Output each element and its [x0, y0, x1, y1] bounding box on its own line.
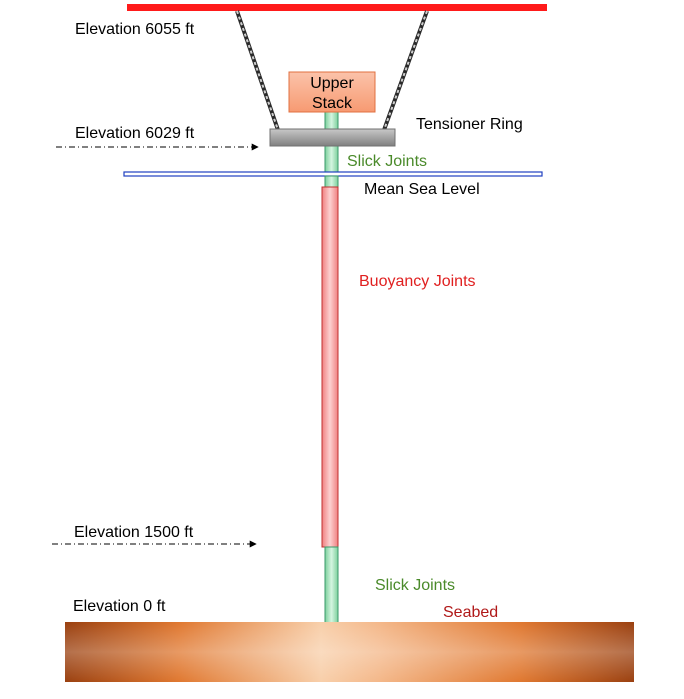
- elevation-0-label: Elevation 0 ft: [73, 598, 166, 615]
- lower-slick-joint: [324, 546, 339, 624]
- upper-stack-label-1: Upper: [310, 75, 354, 92]
- upper-stack: [288, 71, 376, 113]
- seabed-block: [65, 622, 634, 682]
- mean-sea-level-line: [123, 171, 543, 177]
- buoyancy-joints-label: Buoyancy Joints: [359, 273, 476, 290]
- elevation-6055-label: Elevation 6055 ft: [75, 21, 195, 38]
- elevation-1500-label: Elevation 1500 ft: [74, 524, 194, 541]
- tension-cables: [235, 10, 429, 131]
- elevation-6029-label: Elevation 6029 ft: [75, 125, 195, 142]
- mean-sea-level-label: Mean Sea Level: [364, 181, 480, 198]
- buoyancy-joints: [321, 186, 339, 548]
- upper-stack-label-2: Stack: [312, 95, 353, 112]
- slick-joints-lower-label: Slick Joints: [375, 577, 455, 594]
- tensioner-ring: [269, 128, 396, 147]
- splash-slick-joint: [324, 175, 339, 189]
- seabed-label: Seabed: [443, 604, 498, 621]
- rig-deck: [127, 4, 547, 11]
- tensioner-ring-label: Tensioner Ring: [416, 116, 523, 133]
- slick-joints-upper-label: Slick Joints: [347, 153, 427, 170]
